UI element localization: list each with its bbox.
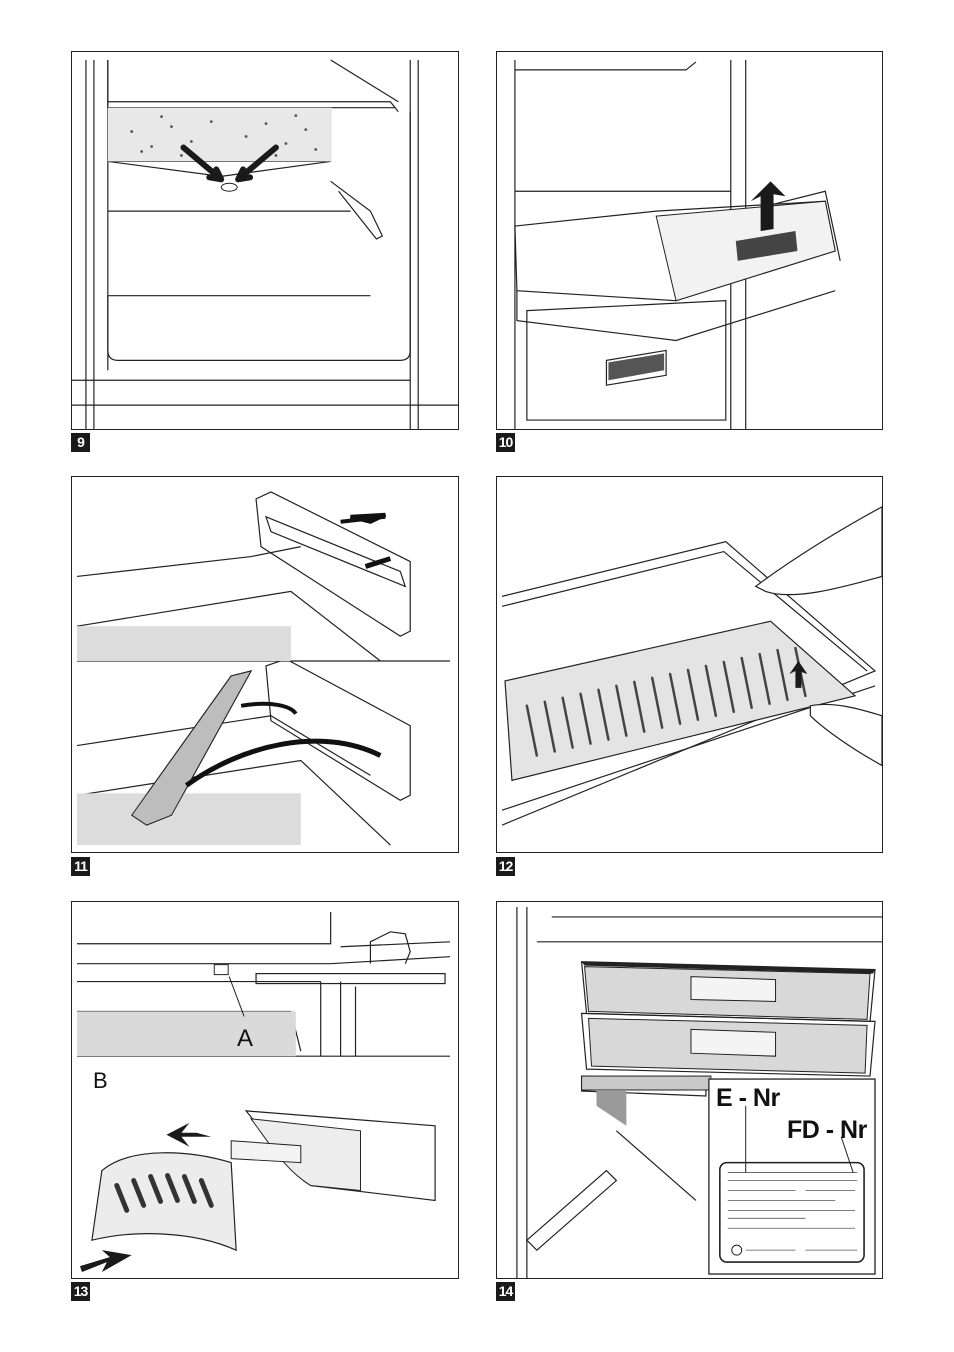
figure-14-illustration [497,902,882,1278]
figure-9-panel [71,51,459,430]
figure-11-illustration [72,477,458,852]
figure-10-panel [496,51,883,430]
figure-12-number: 12 [496,857,515,876]
figure-12-illustration [497,477,882,852]
figure-13-illustration [72,902,458,1278]
figure-9-number: 9 [71,433,90,452]
figure-9-illustration [72,52,458,429]
figure-10-illustration [497,52,882,429]
figure-12-panel [496,476,883,853]
figure-11-number: 11 [71,857,90,876]
figure-14-label-fd-nr: FD - Nr [787,1116,867,1145]
figure-14-number: 14 [496,1282,515,1301]
figure-13-number: 13 [71,1282,90,1301]
figure-13-panel [71,901,459,1279]
figure-13-label-b: B [93,1068,108,1094]
figure-14-label-e-nr: E - Nr [716,1084,780,1113]
figure-14-panel [496,901,883,1279]
figure-13-label-a: A [237,1025,253,1053]
figure-10-number: 10 [496,433,515,452]
figure-11-panel [71,476,459,853]
